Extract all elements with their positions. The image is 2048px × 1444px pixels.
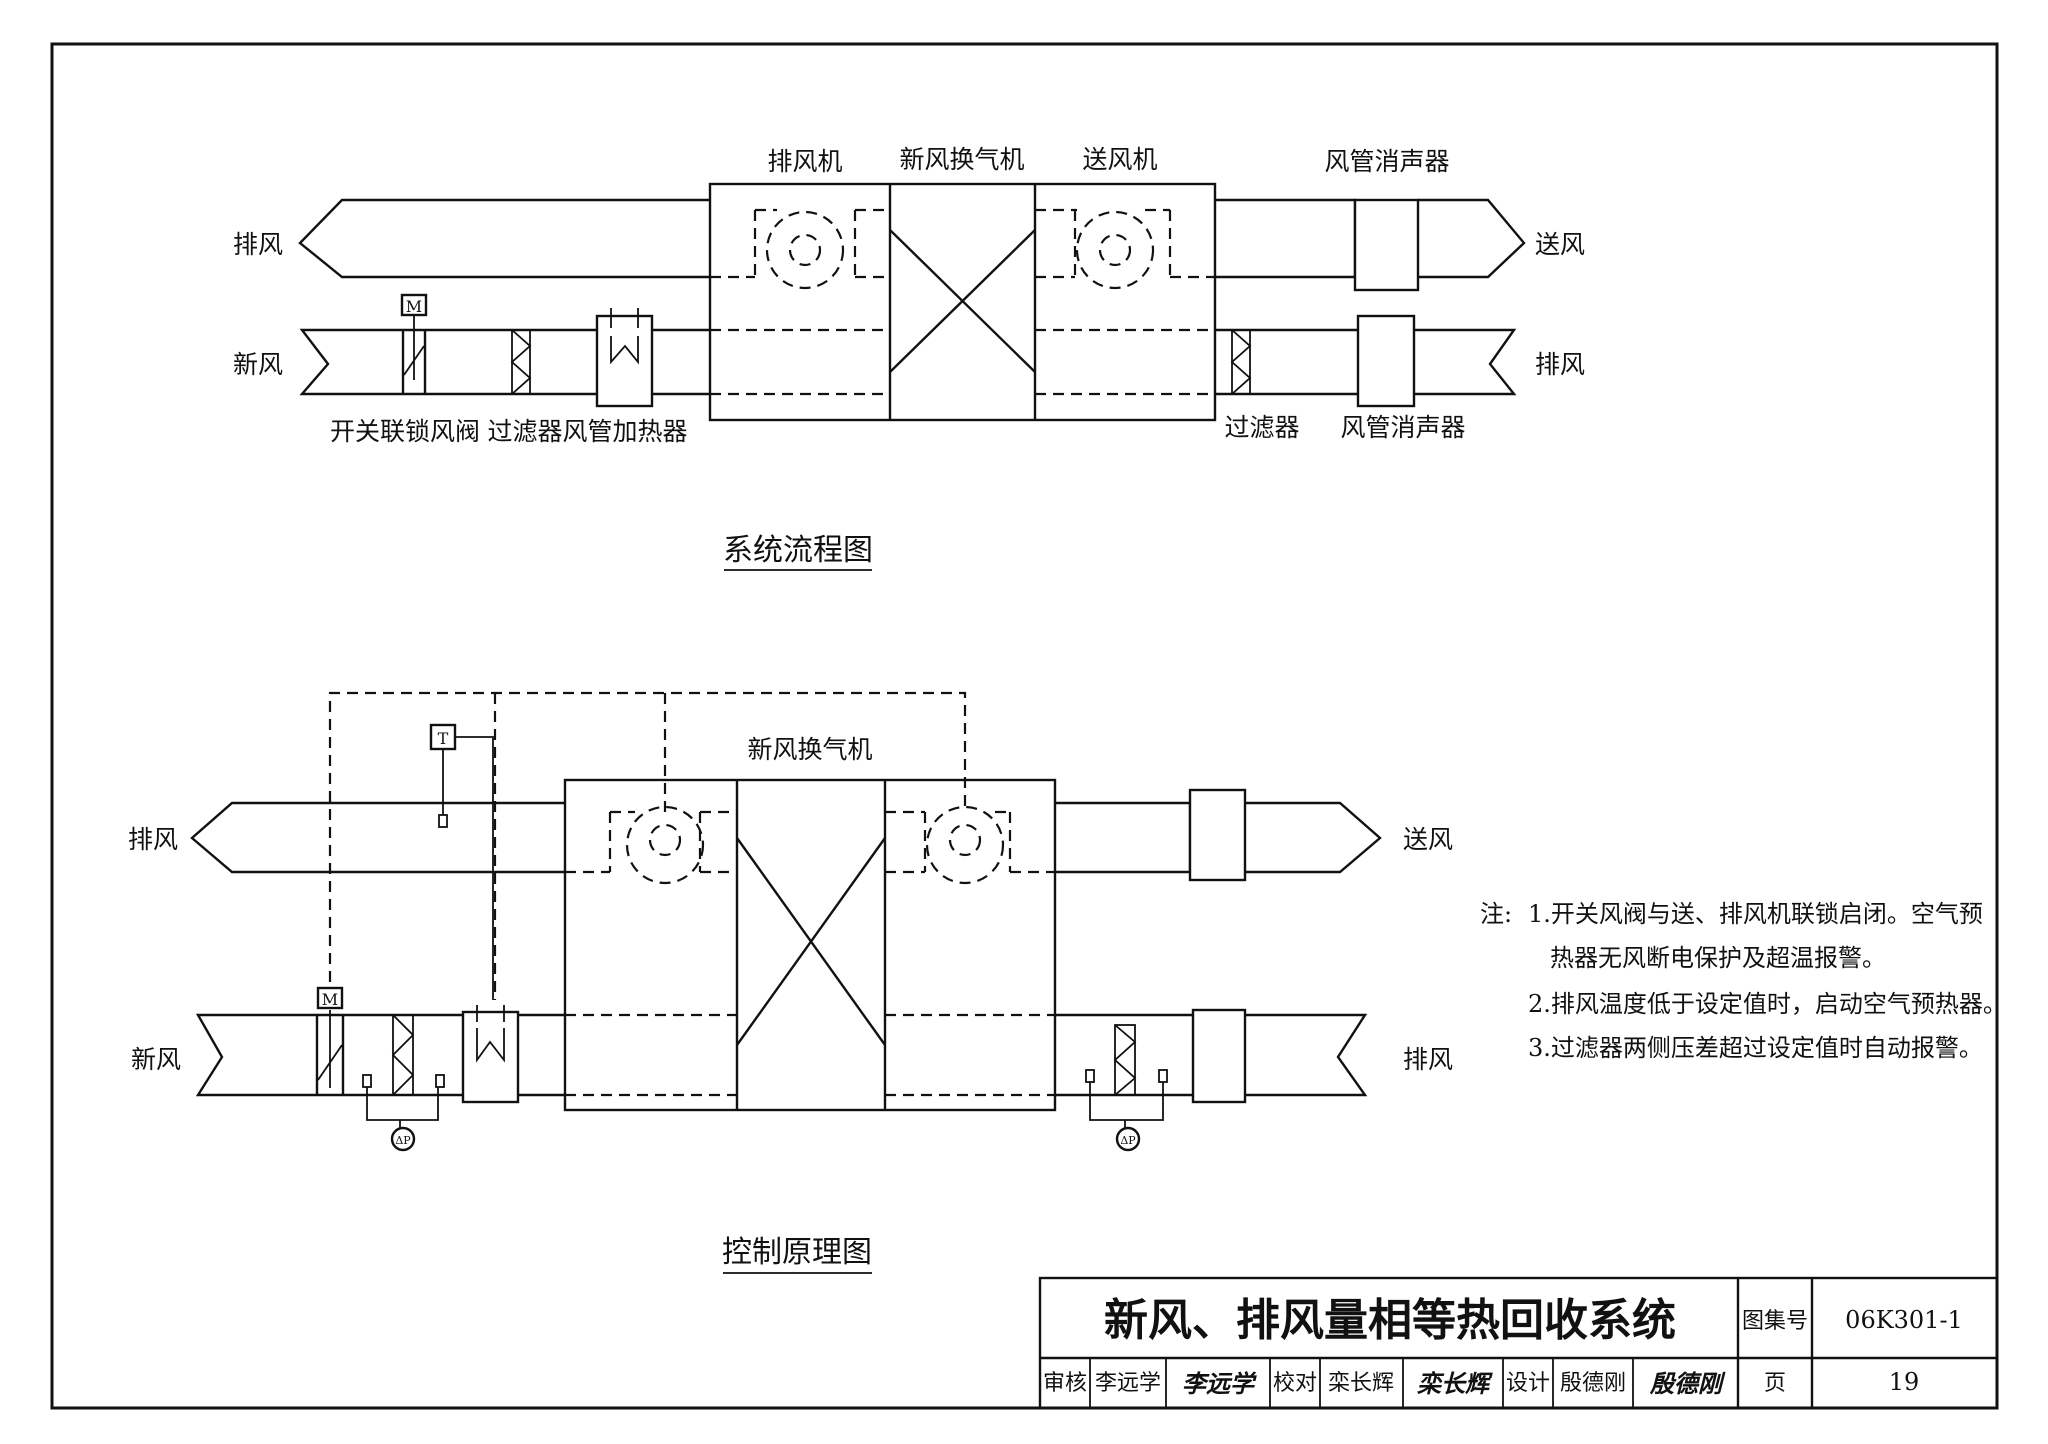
temp-sensor-label: T <box>438 729 449 748</box>
review-label: 审核 <box>1043 1371 1087 1396</box>
ctrl-silencer-top <box>1188 788 1247 882</box>
label-ctrl-erv-unit: 新风换气机 <box>747 735 872 764</box>
checker-signature: 栾长辉 <box>1417 1370 1493 1398</box>
label-duct-heater: 风管加热器 <box>562 417 687 446</box>
check-label: 校对 <box>1273 1371 1317 1396</box>
silencer-bottom <box>1356 314 1416 408</box>
ctrl-exhaust-outlet-duct <box>190 801 565 874</box>
exhaust-outlet-duct <box>298 198 710 279</box>
label-exhaust-fan: 排风机 <box>767 147 842 176</box>
silencer-top <box>1353 198 1420 292</box>
label-erv-unit-top: 新风换气机 <box>899 145 1024 174</box>
ctrl-erv-unit-casing <box>563 778 1057 1112</box>
exhaust-fan-symbol <box>753 208 890 290</box>
label-supply-fan: 送风机 <box>1082 145 1157 174</box>
label-supply-right-top: 送风 <box>1535 230 1585 259</box>
page-label: 页 <box>1764 1371 1786 1396</box>
label-silencer-bottom: 风管消声器 <box>1340 413 1465 442</box>
designer-signature: 殷德刚 <box>1649 1370 1726 1398</box>
temperature-sensor-symbol: T <box>429 723 494 1000</box>
reviewer-name: 李远学 <box>1095 1371 1161 1396</box>
label-filter-left: 过滤器 <box>487 417 562 446</box>
control-wiring <box>328 691 967 1000</box>
diff-pressure-switch-left: ΔP <box>390 1126 416 1152</box>
designer-name: 殷德刚 <box>1560 1371 1626 1396</box>
notes-prefix: 注: <box>1480 900 1512 928</box>
fresh-air-intake-duct <box>299 328 710 396</box>
title-block: 新风、排风量相等热回收系统 图集号 06K301-1 审核 李远学 李远学 校对… <box>1038 1276 1999 1410</box>
reviewer-signature: 李远学 <box>1182 1370 1257 1398</box>
label-ctrl-exhaust-left: 排风 <box>128 825 178 854</box>
label-ctrl-fresh-left: 新风 <box>131 1045 181 1074</box>
label-filter-right: 过滤器 <box>1224 413 1299 442</box>
filter-right-symbol <box>1230 329 1252 395</box>
ctrl-duct-heater-symbol <box>461 1005 520 1104</box>
label-fresh-left-top: 新风 <box>233 350 283 379</box>
duct-heater-symbol <box>595 308 654 408</box>
filter-left-symbol <box>510 329 532 395</box>
ctrl-filter-right-symbol <box>1085 1024 1168 1128</box>
atlas-number-label: 图集号 <box>1742 1309 1808 1334</box>
label-ctrl-exhaust-right: 排风 <box>1403 1045 1453 1074</box>
erv-unit-casing <box>708 182 1217 422</box>
ctrl-interlock-damper-symbol: M <box>315 986 345 1095</box>
label-exhaust-left-top: 排风 <box>233 230 283 259</box>
dp-left-label: ΔP <box>395 1134 411 1147</box>
flow-diagram-title: 系统流程图 <box>723 533 873 568</box>
flow-diagram: M 排风机 新风换气机 送风机 风管消声器 排风 送风 新风 排风 开关联锁风阀… <box>233 145 1585 571</box>
label-ctrl-supply-right: 送风 <box>1403 825 1453 854</box>
motor-symbol-label: M <box>406 297 422 316</box>
ctrl-fresh-intake-duct <box>195 1013 565 1097</box>
dp-right-label: ΔP <box>1120 1134 1136 1147</box>
ctrl-exhaust-intake-duct <box>1055 1013 1368 1097</box>
ctrl-filter-left-symbol <box>362 1014 445 1128</box>
ctrl-motor-label: M <box>322 990 338 1009</box>
notes-block: 注: 1.开关风阀与送、排风机联锁启闭。空气预 热器无风断电保护及超温报警。 2… <box>1480 900 2007 1062</box>
note-line-2: 热器无风断电保护及超温报警。 <box>1550 944 1886 972</box>
atlas-number: 06K301-1 <box>1845 1306 1963 1334</box>
ctrl-silencer-bottom <box>1191 1008 1247 1104</box>
note-line-4: 3.过滤器两侧压差超过设定值时自动报警。 <box>1528 1034 1983 1062</box>
page-number: 19 <box>1889 1368 1920 1396</box>
drawing-title: 新风、排风量相等热回收系统 <box>1104 1295 1676 1346</box>
ctrl-supply-fan-symbol <box>885 805 1012 885</box>
ctrl-exhaust-fan-symbol <box>608 805 737 885</box>
design-label: 设计 <box>1506 1371 1550 1396</box>
interlock-damper-symbol: M <box>400 293 428 394</box>
supply-fan-symbol <box>1035 208 1172 290</box>
checker-name: 栾长辉 <box>1328 1371 1394 1396</box>
label-exhaust-right-top: 排风 <box>1535 350 1585 379</box>
control-diagram-title: 控制原理图 <box>722 1235 872 1270</box>
diff-pressure-switch-right: ΔP <box>1115 1126 1141 1152</box>
note-line-3: 2.排风温度低于设定值时，启动空气预热器。 <box>1528 990 2007 1018</box>
label-silencer-top: 风管消声器 <box>1324 147 1449 176</box>
sheet-border <box>50 42 1999 1410</box>
note-line-1: 1.开关风阀与送、排风机联锁启闭。空气预 <box>1528 900 1983 928</box>
control-diagram: T M ΔP <box>128 691 1453 1274</box>
label-interlock-damper: 开关联锁风阀 <box>330 417 480 446</box>
